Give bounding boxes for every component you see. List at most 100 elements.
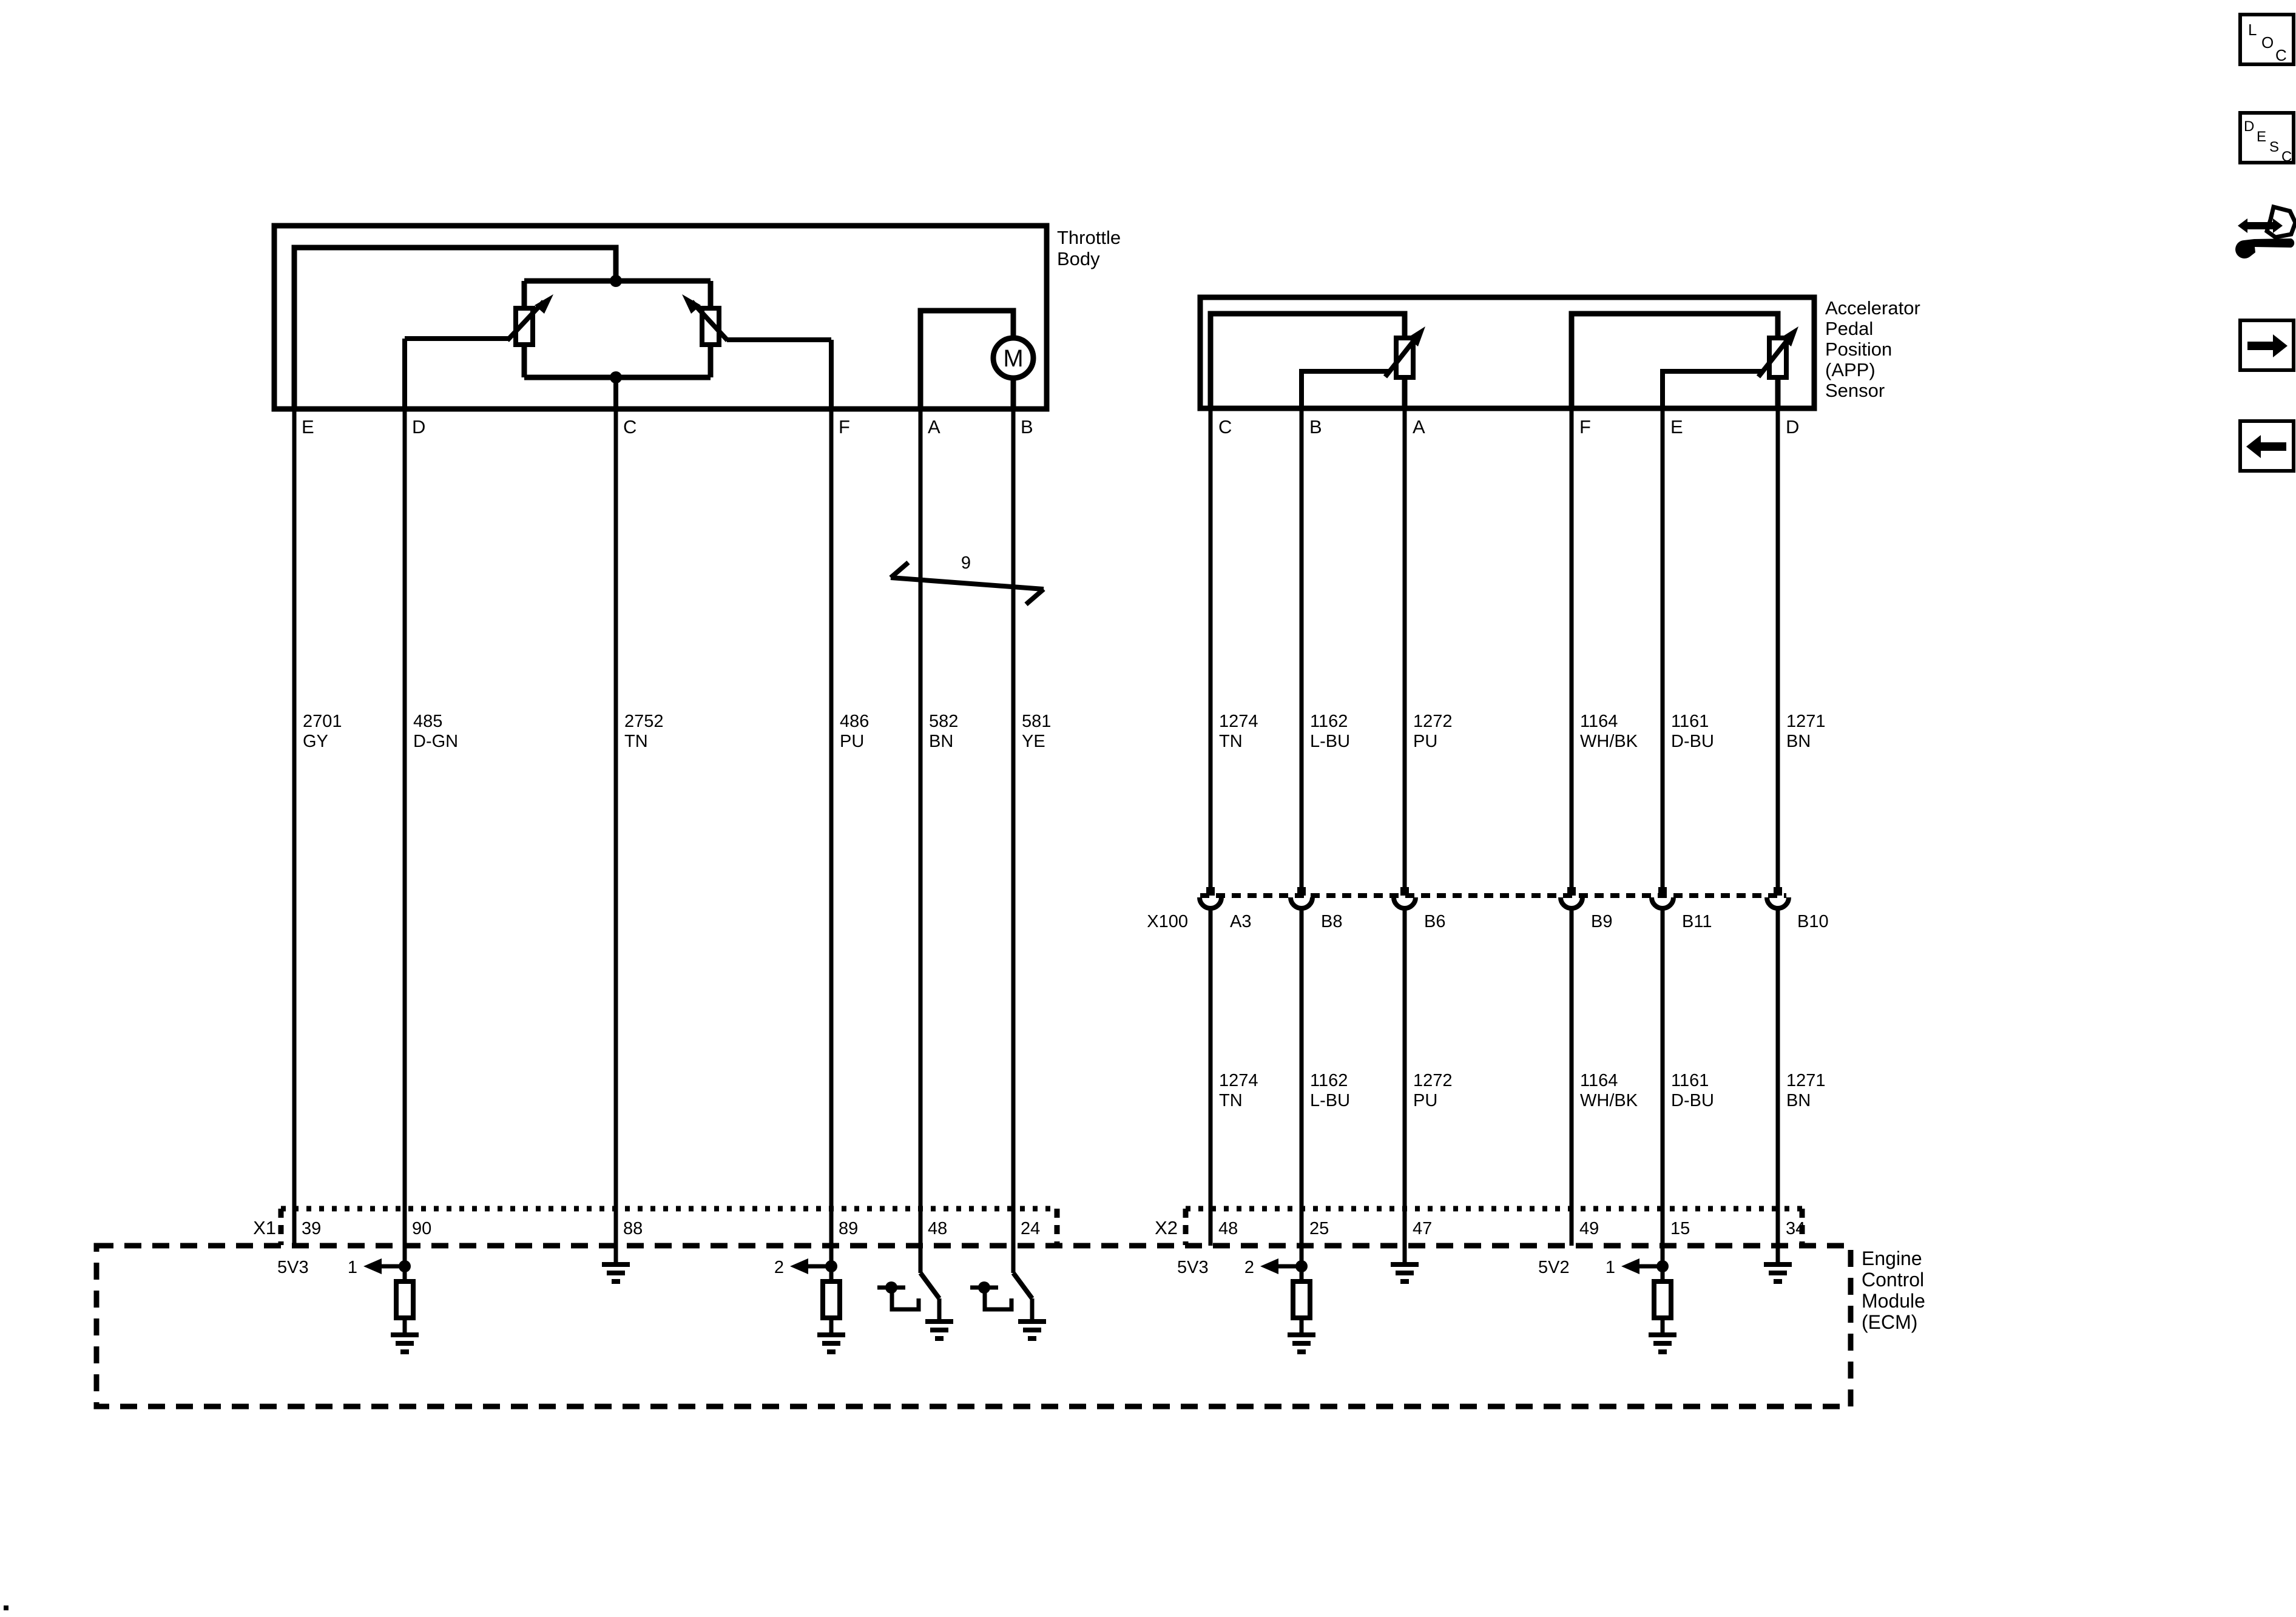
x100-pin-label: B10 [1797, 912, 1829, 931]
x100-label: X100 [1147, 912, 1188, 931]
loc-letter: L [2248, 21, 2257, 39]
left-arrow-icon [2246, 435, 2261, 458]
x2-pin-label: 47 [1413, 1219, 1432, 1238]
ecm-right-ref2: 5V3 2 [1177, 1246, 1315, 1354]
svg-text:D-BU: D-BU [1671, 1091, 1714, 1110]
wiper-arrow-icon [535, 294, 553, 314]
ecm-outline [93, 1243, 1854, 1409]
svg-text:D-GN: D-GN [413, 732, 458, 751]
x1-pin-label: 24 [1021, 1219, 1040, 1238]
tb-wire-labels: 2701 GY 485 D-GN 2752 TN 486 PU 582 BN 5… [303, 712, 1051, 751]
app-pin-label: A [1413, 416, 1425, 437]
app-pot2-wiper-feed [1660, 369, 1762, 408]
left-arrow-icon [1621, 1258, 1639, 1274]
x100-connector: X100 A3 B8 B6 B9 B11 B10 [1147, 887, 1829, 931]
x1-connector: X1 39 90 88 89 48 24 [253, 1206, 1060, 1245]
ecm-label: (ECM) [1862, 1311, 1917, 1333]
x100-pin-label: B8 [1321, 912, 1342, 931]
svg-text:1161: 1161 [1671, 1071, 1709, 1090]
ground-icon [1649, 1332, 1676, 1354]
svg-text:L-BU: L-BU [1310, 732, 1350, 751]
wiper-arrow-icon [1780, 326, 1798, 346]
svg-text:1161: 1161 [1671, 712, 1709, 731]
stray-period-mark [4, 1605, 8, 1610]
svg-text:WH/BK: WH/BK [1580, 732, 1638, 751]
svg-text:2752: 2752 [624, 712, 664, 731]
svg-text:PU: PU [840, 732, 864, 751]
ecm-label: Control [1862, 1269, 1924, 1291]
harness-count-label: 9 [961, 553, 971, 573]
app-sensor-label: Position [1825, 339, 1892, 360]
ecm-ground-88 [602, 1246, 630, 1284]
app-pin-label: C [1218, 416, 1232, 437]
svg-text:1271: 1271 [1786, 712, 1826, 731]
x2-pin-label: 34 [1786, 1219, 1805, 1238]
loc-button[interactable]: L O C [2238, 13, 2295, 66]
ground-icon [1018, 1319, 1046, 1341]
x100-pin-label: B11 [1682, 912, 1712, 931]
app-pin-label: B [1309, 416, 1322, 437]
svg-text:1162: 1162 [1310, 712, 1348, 731]
svg-text:1272: 1272 [1413, 712, 1453, 731]
back-button[interactable] [2238, 419, 2295, 473]
ecm-ground-34 [1764, 1246, 1792, 1284]
svg-text:GY: GY [303, 732, 328, 751]
svg-text:1274: 1274 [1219, 1071, 1258, 1090]
ecm-left-ref2: 2 [774, 1246, 845, 1354]
resistor [1652, 1279, 1673, 1320]
x2-connector: X2 48 25 47 49 15 34 [1155, 1206, 1805, 1245]
left-arrow-icon [1260, 1258, 1278, 1274]
throttle-body-label: Throttle [1057, 227, 1121, 248]
throttle-body-label: Body [1057, 248, 1100, 269]
ground-icon [817, 1332, 845, 1354]
tb-pin-label: E [302, 416, 314, 437]
svg-text:1274: 1274 [1219, 712, 1258, 731]
tb-pot1-wiper [505, 300, 545, 342]
ecm-section: Engine Control Module (ECM) 5V3 1 [93, 1243, 1925, 1409]
ground-icon [602, 1262, 630, 1284]
app-pot1-wiper [1383, 337, 1417, 379]
x2-label: X2 [1155, 1217, 1178, 1238]
app-pin-label: E [1670, 416, 1683, 437]
x100-pin-label: A3 [1230, 912, 1251, 931]
ref-5v3-label: 5V3 [277, 1258, 309, 1277]
wrench-arrows-icon[interactable] [2235, 204, 2296, 258]
throttle-body-section: Throttle Body [271, 223, 1121, 1246]
svg-text:582: 582 [929, 712, 958, 731]
desc-letter: C [2281, 149, 2292, 165]
ecm-left-ref1: 5V3 1 [277, 1246, 419, 1354]
ref-5v3-label: 5V3 [1177, 1258, 1209, 1277]
x2-pin-label: 48 [1218, 1219, 1238, 1238]
x2-pin-label: 49 [1579, 1219, 1599, 1238]
svg-text:PU: PU [1413, 732, 1437, 751]
svg-text:PU: PU [1413, 1091, 1437, 1110]
svg-text:YE: YE [1022, 732, 1045, 751]
svg-text:1162: 1162 [1310, 1071, 1348, 1090]
app-sensor-section: Accelerator Pedal Position (APP) Sensor … [1197, 294, 1920, 1246]
x1-pin-label: 89 [839, 1219, 858, 1238]
ecm-label: Module [1862, 1290, 1925, 1312]
desc-letter: E [2257, 129, 2266, 145]
svg-text:486: 486 [840, 712, 869, 731]
left-arrow-icon [363, 1258, 382, 1274]
ref-number: 2 [774, 1258, 784, 1277]
wiper-arrow-icon [1407, 326, 1425, 346]
svg-text:TN: TN [1219, 1091, 1243, 1110]
ecm-right-ref1: 5V2 1 [1538, 1246, 1676, 1354]
junction-dot [610, 275, 622, 287]
ground-icon [1764, 1262, 1792, 1284]
ecm-switch-24 [970, 1246, 1046, 1341]
x100-terminals [1197, 887, 1791, 911]
app-potentiometer-1 [1207, 311, 1425, 408]
ref-number: 2 [1244, 1258, 1254, 1277]
desc-button[interactable]: D E S C [2238, 111, 2295, 165]
svg-text:1164: 1164 [1580, 1071, 1618, 1090]
ecm-switch-48 [877, 1246, 953, 1341]
tb-pin-label: A [928, 416, 940, 437]
forward-button[interactable] [2238, 319, 2295, 372]
svg-text:TN: TN [624, 732, 648, 751]
svg-text:BN: BN [1786, 732, 1811, 751]
tb-pin-label: C [623, 416, 636, 437]
tb-pot2-wiper [690, 300, 729, 342]
